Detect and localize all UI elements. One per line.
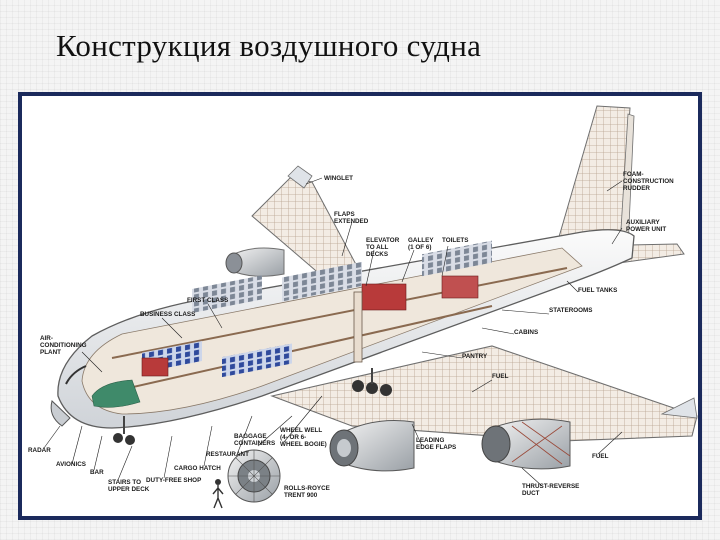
person-figure <box>212 479 224 509</box>
near-wing <box>270 345 698 442</box>
trent-900-engine <box>227 449 281 503</box>
landing-gear <box>113 368 392 445</box>
business-class-seats <box>192 275 262 313</box>
upper-deck-floor <box>111 267 568 359</box>
label-avionics: AVIONICS <box>56 461 86 468</box>
winglet <box>287 165 313 189</box>
galley-block <box>361 283 407 311</box>
bar-lounge <box>91 379 141 408</box>
restaurant-block <box>141 357 169 377</box>
cockpit-windows <box>65 365 87 385</box>
label-radar: RADAR <box>28 447 51 454</box>
label-staterooms: STATEROOMS <box>549 307 593 314</box>
label-pantry: PANTRY <box>462 353 488 360</box>
label-bar: BAR <box>90 469 104 476</box>
stateroom-block <box>441 275 479 299</box>
slide-title: Конструкция воздушного судна <box>56 28 482 63</box>
label-toilets: TOILETS <box>442 237 468 244</box>
inner-engine <box>329 420 415 472</box>
radar-nose <box>50 400 71 427</box>
leader-lines <box>43 177 623 487</box>
elevator-shaft <box>353 291 363 363</box>
label-business-class: BUSINESS CLASS <box>140 311 195 318</box>
label-fuel-right: FUEL <box>592 453 609 460</box>
label-fuel-mid: FUEL <box>492 373 509 380</box>
upper-deck-seats <box>282 261 362 302</box>
label-cabins: CABINS <box>514 329 538 336</box>
label-fuel-tanks: FUEL TANKS <box>578 287 617 294</box>
main-deck-seats <box>222 343 292 378</box>
label-winglet: WINGLET <box>324 175 353 182</box>
label-galley: GALLEY(1 OF 6) <box>408 237 434 251</box>
main-deck-floor <box>101 305 493 395</box>
galley-seats <box>422 240 492 277</box>
outer-engine <box>481 418 571 470</box>
near-winglet <box>660 397 698 419</box>
far-engine <box>225 247 285 277</box>
label-cargo-hatch: CARGO HATCH <box>174 465 221 472</box>
label-restaurant: RESTAURANT <box>206 451 249 458</box>
label-first-class: FIRST CLASS <box>187 297 228 304</box>
label-wheel-well: WHEEL WELL(4- OR 6-WHEEL BOGIE) <box>280 427 327 448</box>
label-duty-free: DUTY-FREE SHOP <box>146 477 201 484</box>
